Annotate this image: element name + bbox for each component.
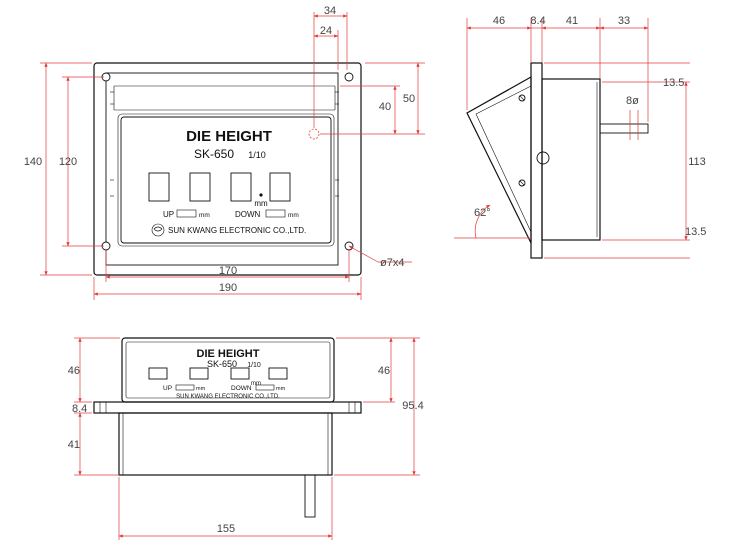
dim-bottom-8-4: 8.4 <box>72 403 87 415</box>
front-flange <box>93 62 362 276</box>
maker-logo-icon <box>151 223 165 237</box>
digit-window <box>268 367 288 380</box>
front-down-unit: mm <box>288 212 299 219</box>
digit-window <box>230 172 252 202</box>
bottom-title: DIE HEIGHT <box>197 348 260 360</box>
dim-34: 34 <box>324 5 336 17</box>
dim-bottom-155: 155 <box>217 523 235 535</box>
front-model: SK-650 <box>194 147 234 161</box>
dim-hole: ø7x4 <box>380 257 404 269</box>
dim-side-41: 41 <box>566 15 578 27</box>
digit-window <box>148 172 170 202</box>
side-view <box>466 62 649 259</box>
bottom-decimal-unit: mm <box>251 381 261 387</box>
front-housing <box>105 72 339 266</box>
dim-side-46: 46 <box>493 15 505 27</box>
dim-50: 50 <box>403 93 415 105</box>
mount-hole <box>344 72 354 82</box>
dim-190: 190 <box>219 282 237 294</box>
front-resolution: 1/10 <box>248 150 266 160</box>
front-maker: SUN KWANG ELECTRONIC CO.,LTD. <box>168 226 306 235</box>
bottom-model: SK-650 <box>207 359 237 369</box>
front-view: DIE HEIGHT SK-650 1/10 mm UP mm DOWN mm … <box>93 62 362 276</box>
dim-side-8-4: 8.4 <box>530 15 545 27</box>
dim-40: 40 <box>379 101 391 113</box>
bottom-down-unit: mm <box>276 386 286 392</box>
bottom-rear-box <box>118 412 333 476</box>
bottom-down-label: DOWN <box>231 385 252 392</box>
side-flange <box>530 62 543 259</box>
bottom-up-unit: mm <box>196 386 206 392</box>
front-up-unit: mm <box>199 212 210 219</box>
bottom-up-label: UP <box>163 385 172 392</box>
side-knob <box>536 151 550 165</box>
dim-24: 24 <box>320 25 332 37</box>
digit-window <box>189 172 211 202</box>
front-title: DIE HEIGHT <box>186 128 272 145</box>
side-rear-box <box>541 78 601 241</box>
dim-side-13-5-bottom: 13.5 <box>685 226 706 238</box>
bottom-view: DIE HEIGHT SK-650 1/10 mm UP mm DOWN mm … <box>93 337 362 518</box>
digit-window <box>230 367 250 380</box>
front-down-label: DOWN <box>235 210 261 219</box>
front-decimal-unit: mm <box>254 199 268 208</box>
dim-120: 120 <box>59 156 77 168</box>
dim-bottom-left-46: 46 <box>68 365 80 377</box>
dim-140: 140 <box>24 156 42 168</box>
dim-shaft: 8ø <box>626 95 639 107</box>
front-dimensions: 34 24 40 50 140 120 170 190 ø7x4 <box>24 5 425 300</box>
bottom-dimensions: 46 8.4 41 46 95.4 155 <box>68 337 424 540</box>
dim-side-13-5-top: 13.5 <box>663 77 684 89</box>
bottom-flange <box>93 401 362 414</box>
dim-side-33: 33 <box>618 15 630 27</box>
side-shaft <box>599 123 649 134</box>
digit-window <box>269 172 291 202</box>
bottom-maker: SUN KWANG ELECTRONIC CO.,LTD. <box>176 394 280 400</box>
bottom-resolution: 1/10 <box>247 362 261 369</box>
dim-bottom-right-46: 46 <box>378 365 390 377</box>
side-dimensions: 46 8.4 41 33 13.5 8ø 113 13.5 62° <box>454 15 706 259</box>
digit-window <box>189 367 209 380</box>
dim-bottom-95-4: 95.4 <box>402 400 423 412</box>
dim-side-113: 113 <box>688 156 706 168</box>
dim-170: 170 <box>219 265 237 277</box>
bottom-shaft <box>304 474 316 518</box>
front-window <box>120 116 332 244</box>
dim-bottom-41: 41 <box>68 439 80 451</box>
dim-angle: 62° <box>474 207 491 219</box>
digit-window <box>148 367 168 380</box>
front-up-label: UP <box>163 210 174 219</box>
